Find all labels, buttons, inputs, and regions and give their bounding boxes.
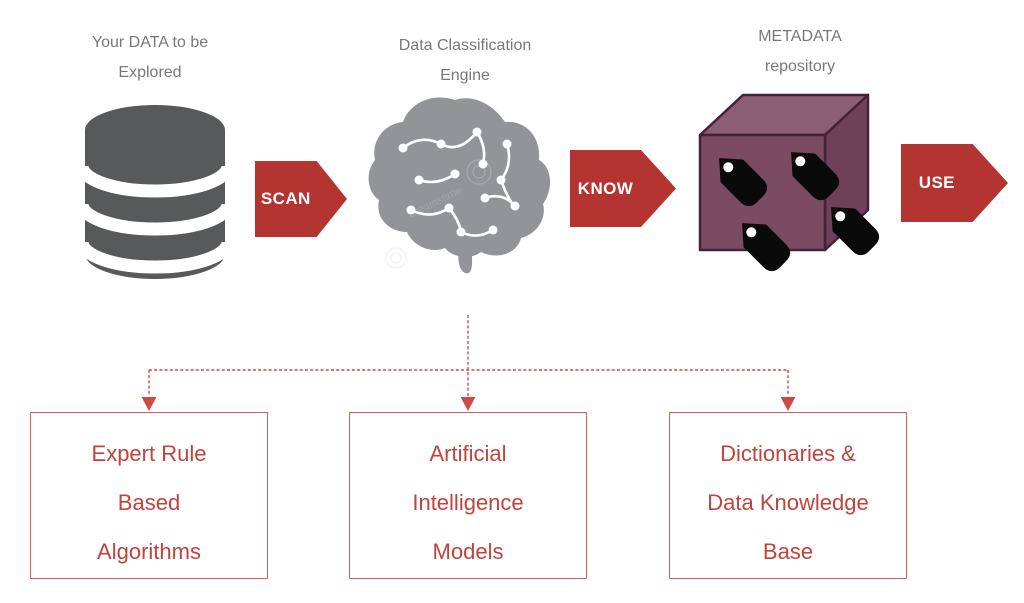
scan-arrow-label: SCAN [260,189,311,208]
source-box-expert-rules: Expert Rule Based Algorithms [30,412,268,579]
source-box-line: Models [432,539,504,564]
source-box-line: Based [117,490,181,515]
tag-icon [719,158,768,207]
source-box-line: Artificial [429,441,507,466]
tag-icon [742,223,791,272]
scan-arrow: SCAN [255,161,347,237]
source-box-line: Dictionaries & [720,441,856,466]
source-box-dictionaries: Dictionaries & Data Knowledge Base [669,412,907,579]
stage-title-line: Engine [440,67,490,84]
source-box-line: Intelligence [412,490,524,515]
stage-title-line: Data Classification [398,37,532,54]
source-box-line: Expert Rule [91,441,207,466]
know-arrow-label: KNOW [577,178,634,198]
arrowhead-down-icon [460,397,476,411]
stage-title-line: Your DATA to be [91,34,209,51]
source-box-line: Data Knowledge [707,490,869,515]
database-icon [81,105,229,279]
stage-title-line: Explored [118,64,182,81]
brain-circuit-icon: dreamstime [368,97,551,274]
source-box-ai-models: Artificial Intelligence Models [349,412,587,579]
use-arrow-label: USE [918,173,955,192]
stage-title-line: METADATA [758,28,842,45]
stage-title-data-source: Your DATA to be Explored [20,28,280,88]
arrowhead-down-icon [780,397,796,411]
tag-icon [791,152,840,201]
source-box-line: Base [762,539,814,564]
know-arrow: KNOW [570,150,676,227]
stage-title-line: repository [764,58,836,75]
stage-title-metadata-repository: METADATA repository [670,22,930,82]
arrowhead-down-icon [141,397,157,411]
source-box-line: Algorithms [97,539,201,564]
stage-title-classification-engine: Data Classification Engine [335,31,595,91]
metadata-cube-icon [698,93,880,272]
tag-icon [831,207,880,256]
use-arrow: USE [901,144,1008,222]
